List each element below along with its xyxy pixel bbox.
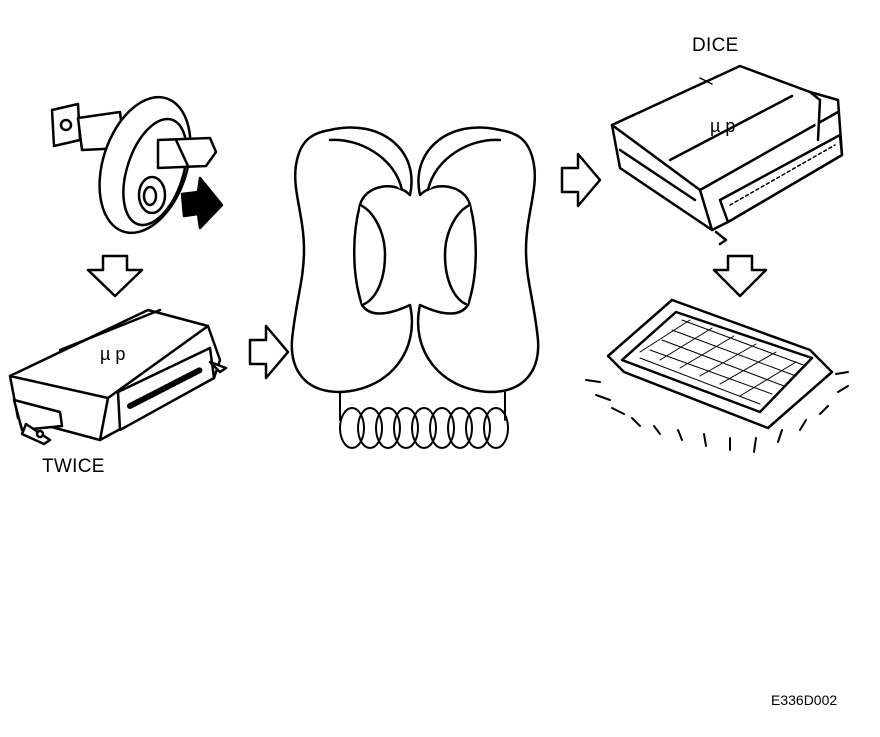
unit-marking-right: µ p xyxy=(710,116,735,136)
arrow-right-icon xyxy=(248,324,290,380)
control-module-icon: µ p xyxy=(8,308,228,446)
arrow-down-icon xyxy=(86,254,144,298)
figure-code: E336D002 xyxy=(771,692,838,708)
control-module-icon: µ p xyxy=(610,64,844,246)
twice-label: TWICE xyxy=(42,456,105,477)
telephone-cord-icon xyxy=(339,391,509,449)
telephone-handset-icon xyxy=(290,126,414,394)
arrow-right-icon xyxy=(180,176,224,230)
unit-marking-left: µ p xyxy=(100,344,125,364)
display-panel-icon xyxy=(585,298,849,453)
telephone-handset-icon xyxy=(416,126,540,394)
dice-label: DICE xyxy=(692,35,739,56)
arrow-right-icon xyxy=(560,152,602,208)
arrow-down-icon xyxy=(712,254,768,298)
ignition-key-icon xyxy=(50,95,218,235)
